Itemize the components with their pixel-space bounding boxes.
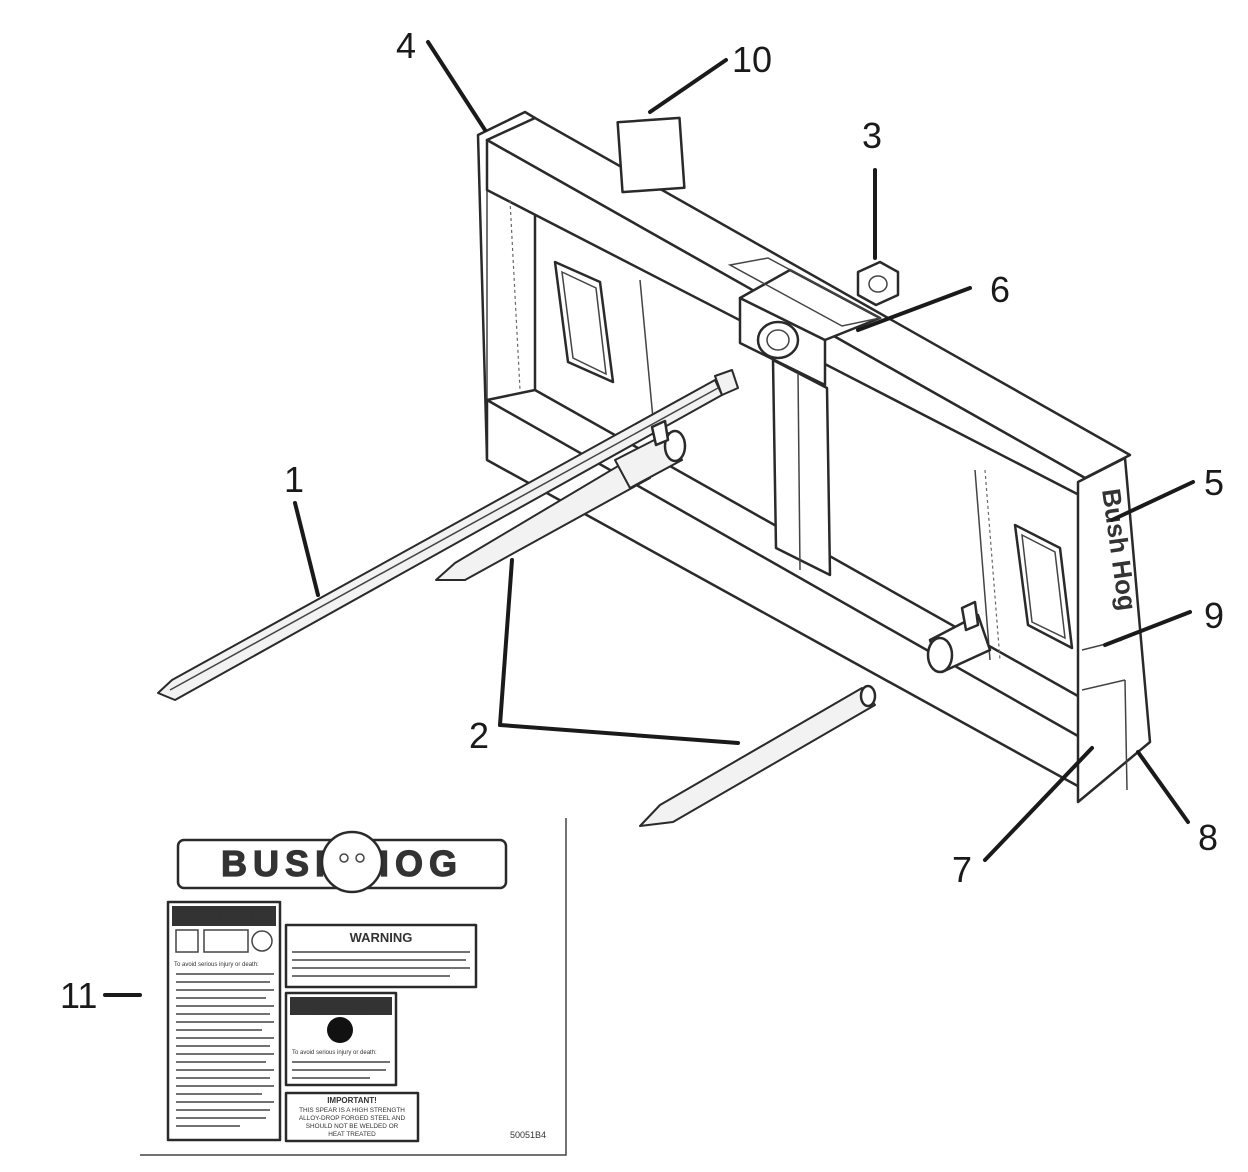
caution-title: CAUTION [194, 909, 253, 924]
center-post [771, 358, 832, 577]
right-window [1013, 523, 1074, 650]
left-window [553, 260, 615, 384]
decal-10 [616, 116, 686, 194]
callout-6: 6 [990, 269, 1010, 310]
important-title: IMPORTANT! [327, 1096, 377, 1105]
spear-sleeve-hole [756, 320, 800, 360]
stabilizer-spear-loose [639, 684, 877, 827]
decal-part-number: 50051B4 [510, 1130, 546, 1140]
hex-nut [856, 260, 900, 307]
callout-leaders [103, 40, 1195, 997]
danger-intro: To avoid serious injury or death: [292, 1050, 377, 1056]
right-lock-pin [960, 600, 980, 632]
stabilizer-spear-installed [435, 419, 687, 581]
important-line-4: HEAT TREATED [328, 1131, 376, 1138]
callout-7: 7 [952, 849, 972, 890]
important-line-1: THIS SPEAR IS A HIGH STRENGTH [299, 1107, 405, 1114]
warning-title: WARNING [350, 930, 413, 945]
important-decal [284, 1091, 420, 1143]
right-side-plate [1076, 456, 1152, 804]
caution-decal [166, 900, 282, 1142]
callout-5: 5 [1204, 462, 1224, 503]
danger-pictogram-icon [327, 1017, 353, 1043]
callout-3: 3 [862, 115, 882, 156]
important-line-2: ALLOY-DROP FORGED STEEL AND [299, 1115, 406, 1122]
callout-1: 1 [284, 459, 304, 500]
callout-2: 2 [469, 715, 489, 756]
callout-9: 9 [1204, 595, 1224, 636]
callout-11: 11 [60, 975, 97, 1016]
decal-sheet: BUSH HOG CAUTION To avoid serious injury… [140, 818, 567, 1156]
important-line-3: SHOULD NOT BE WELDED OR [306, 1123, 399, 1130]
callout-8: 8 [1198, 817, 1218, 858]
callout-10: 10 [732, 39, 772, 80]
callout-4: 4 [396, 25, 416, 66]
long-spear [157, 369, 739, 701]
hog-logo-icon [320, 830, 384, 894]
caution-intro: To avoid serious injury or death: [174, 962, 259, 968]
quick-attach-frame: Bush Hog [476, 110, 1152, 804]
danger-title: DANGER [315, 1000, 367, 1014]
